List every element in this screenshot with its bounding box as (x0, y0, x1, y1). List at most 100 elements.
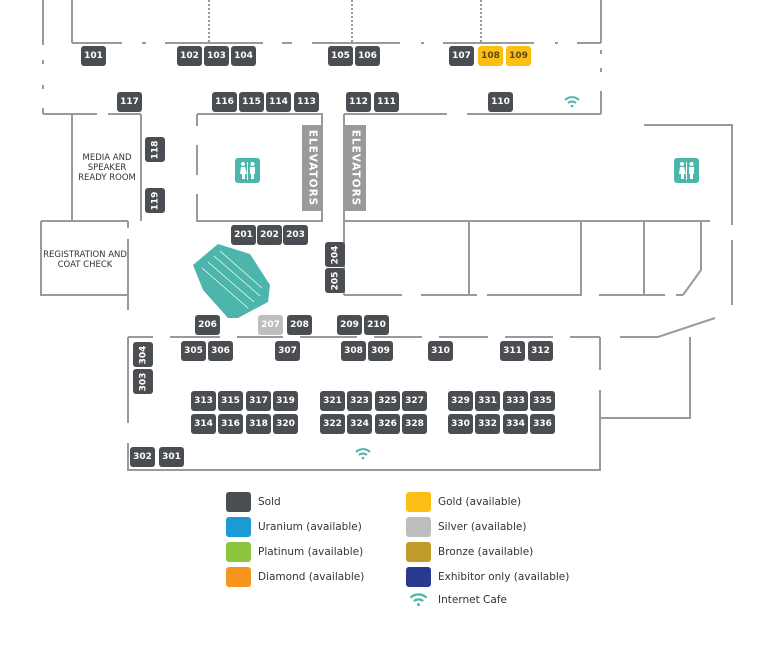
booth-327[interactable]: 327 (402, 391, 427, 411)
booth-315[interactable]: 315 (218, 391, 243, 411)
booth-116[interactable]: 116 (212, 92, 237, 112)
booth-305[interactable]: 305 (181, 341, 206, 361)
booth-308[interactable]: 308 (341, 341, 366, 361)
booth-115[interactable]: 115 (239, 92, 264, 112)
booth-113[interactable]: 113 (294, 92, 319, 112)
booth-207[interactable]: 207 (258, 315, 283, 335)
booth-number: 334 (506, 419, 525, 429)
booth-208[interactable]: 208 (287, 315, 312, 335)
booth-336[interactable]: 336 (530, 414, 555, 434)
booth-309[interactable]: 309 (368, 341, 393, 361)
restroom-icon (674, 158, 699, 183)
booth-322[interactable]: 322 (320, 414, 345, 434)
legend-swatch (226, 567, 251, 587)
booth-312[interactable]: 312 (528, 341, 553, 361)
booth-202[interactable]: 202 (257, 225, 282, 245)
booth-328[interactable]: 328 (402, 414, 427, 434)
booth-332[interactable]: 332 (475, 414, 500, 434)
booth-320[interactable]: 320 (273, 414, 298, 434)
booth-number: 201 (234, 230, 253, 240)
booth-324[interactable]: 324 (347, 414, 372, 434)
booth-303[interactable]: 303 (133, 369, 153, 394)
booth-330[interactable]: 330 (448, 414, 473, 434)
booth-number: 319 (276, 396, 295, 406)
booth-number: 103 (207, 51, 226, 61)
booth-number: 318 (249, 419, 268, 429)
legend-label: Silver (available) (438, 521, 527, 533)
booth-number: 105 (331, 51, 350, 61)
booth-number: 317 (249, 396, 268, 406)
booth-number: 118 (149, 140, 160, 159)
booth-314[interactable]: 314 (191, 414, 216, 434)
legend-swatch (406, 542, 431, 562)
booth-334[interactable]: 334 (503, 414, 528, 434)
booth-325[interactable]: 325 (375, 391, 400, 411)
legend-item-uranium: Uranium (available) (226, 517, 362, 537)
booth-335[interactable]: 335 (530, 391, 555, 411)
booth-118[interactable]: 118 (145, 137, 165, 162)
booth-310[interactable]: 310 (428, 341, 453, 361)
booth-number: 335 (533, 396, 552, 406)
booth-110[interactable]: 110 (488, 92, 513, 112)
booth-210[interactable]: 210 (364, 315, 389, 335)
booth-number: 326 (378, 419, 397, 429)
booth-204[interactable]: 204 (325, 242, 345, 267)
booth-306[interactable]: 306 (208, 341, 233, 361)
booth-318[interactable]: 318 (246, 414, 271, 434)
booth-number: 203 (286, 230, 305, 240)
booth-114[interactable]: 114 (266, 92, 291, 112)
booth-101[interactable]: 101 (81, 46, 106, 66)
booth-201[interactable]: 201 (231, 225, 256, 245)
booth-326[interactable]: 326 (375, 414, 400, 434)
booth-304[interactable]: 304 (133, 342, 153, 367)
booth-104[interactable]: 104 (231, 46, 256, 66)
booth-103[interactable]: 103 (204, 46, 229, 66)
booth-321[interactable]: 321 (320, 391, 345, 411)
legend-label: Sold (258, 496, 281, 508)
booth-313[interactable]: 313 (191, 391, 216, 411)
booth-209[interactable]: 209 (337, 315, 362, 335)
booth-319[interactable]: 319 (273, 391, 298, 411)
booth-number: 321 (323, 396, 342, 406)
booth-number: 336 (533, 419, 552, 429)
booth-number: 104 (234, 51, 253, 61)
legend-swatch (406, 567, 431, 587)
booth-number: 119 (149, 191, 160, 210)
booth-109[interactable]: 109 (506, 46, 531, 66)
legend-item-sold: Sold (226, 492, 281, 512)
elevators-left-label: ELEVATORS (306, 129, 318, 207)
booth-119[interactable]: 119 (145, 188, 165, 213)
legend-swatch (226, 542, 251, 562)
legend-label: Internet Cafe (438, 594, 507, 606)
booth-302[interactable]: 302 (130, 447, 155, 467)
booth-102[interactable]: 102 (177, 46, 202, 66)
booth-333[interactable]: 333 (503, 391, 528, 411)
legend-swatch (406, 517, 431, 537)
legend-item-wifi: Internet Cafe (406, 592, 507, 608)
restroom-icon (235, 158, 260, 183)
booth-205[interactable]: 205 (325, 268, 345, 293)
wifi-icon (355, 448, 371, 460)
booth-107[interactable]: 107 (449, 46, 474, 66)
booth-111[interactable]: 111 (374, 92, 399, 112)
booth-112[interactable]: 112 (346, 92, 371, 112)
booth-number: 309 (371, 346, 390, 356)
booth-203[interactable]: 203 (283, 225, 308, 245)
booth-105[interactable]: 105 (328, 46, 353, 66)
booth-301[interactable]: 301 (159, 447, 184, 467)
booth-number: 304 (137, 345, 148, 364)
legend-label: Uranium (available) (258, 521, 362, 533)
booth-331[interactable]: 331 (475, 391, 500, 411)
booth-329[interactable]: 329 (448, 391, 473, 411)
booth-number: 116 (215, 97, 234, 107)
wifi-icon (564, 96, 580, 108)
booth-323[interactable]: 323 (347, 391, 372, 411)
booth-117[interactable]: 117 (117, 92, 142, 112)
booth-316[interactable]: 316 (218, 414, 243, 434)
booth-106[interactable]: 106 (355, 46, 380, 66)
booth-311[interactable]: 311 (500, 341, 525, 361)
booth-317[interactable]: 317 (246, 391, 271, 411)
booth-206[interactable]: 206 (195, 315, 220, 335)
booth-307[interactable]: 307 (275, 341, 300, 361)
booth-108[interactable]: 108 (478, 46, 503, 66)
